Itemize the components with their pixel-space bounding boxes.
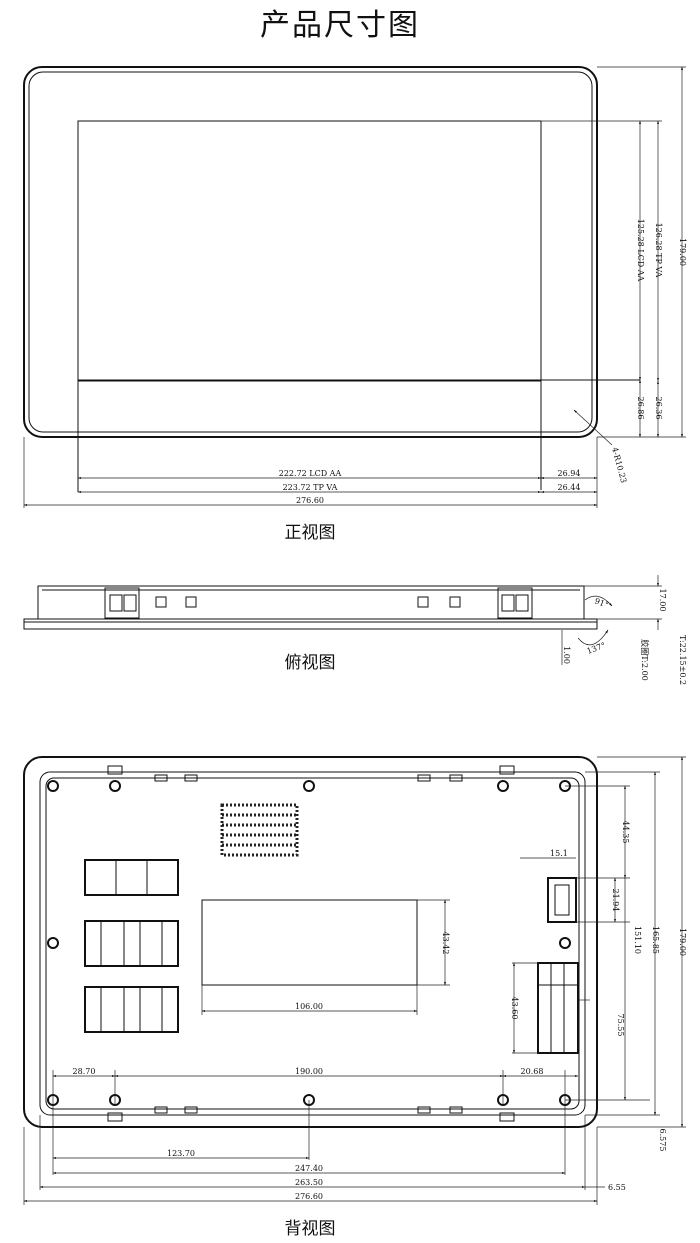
dim-165-85: 165.85: [651, 926, 660, 954]
dim-17: 17.00: [658, 589, 667, 612]
usb-port: [547, 877, 577, 923]
corner-radius-label: 4-R10.23: [610, 446, 628, 484]
dim-179: 179.00: [678, 928, 687, 956]
front-bezel-inner: [28, 71, 593, 433]
screw-holes: [47, 780, 571, 1106]
back-housing: [39, 771, 586, 1116]
dim-total-height: 179.00: [678, 238, 687, 266]
dim-43-42: 43.42: [441, 932, 450, 955]
dim-263-50: 263.50: [295, 1178, 323, 1187]
top-body: [37, 585, 585, 620]
terminal-block: [537, 962, 579, 1054]
front-view: 222.72 LCD AA 26.94 223.72 TP VA 26.44 2…: [23, 66, 687, 543]
back-outer: [23, 756, 598, 1128]
top-glass-plate: [23, 618, 598, 630]
dim-43-60: 43.60: [510, 997, 519, 1020]
speaker-vent-grid: [220, 803, 299, 857]
dim-20-68: 20.68: [521, 1067, 544, 1076]
vent-slots: [84, 859, 179, 1033]
dim-bottom-border-2: 26.36: [654, 397, 663, 420]
dim-106: 106.00: [295, 1002, 323, 1011]
label-window: [201, 899, 418, 986]
top-bracket-right: [497, 587, 533, 619]
dim-right-border-2: 26.44: [558, 483, 581, 492]
front-view-caption: 正视图: [285, 523, 336, 543]
dim-151-10: 151.10: [633, 926, 642, 954]
dim-28-70: 28.70: [73, 1067, 96, 1076]
dim-15-1: 15.1: [550, 849, 568, 858]
dim-44-35: 44.35: [621, 821, 630, 844]
dim-right-border-1: 26.94: [558, 469, 581, 478]
dim-tp-va-height: 126.28 TP VA: [654, 223, 663, 278]
glue-ring-label: 胶圈T:2.00: [640, 639, 650, 681]
page-title: 产品尺寸图: [260, 8, 420, 43]
dim-123-70: 123.70: [167, 1149, 195, 1158]
dim-276-60: 276.60: [295, 1192, 323, 1201]
dim-tp-va-width: 223.72 TP VA: [283, 483, 338, 492]
top-view: 17.00 1.00 胶圈T:2.00 T:22.15±0.2 91° 137°…: [23, 575, 687, 685]
dim-247-40: 247.40: [295, 1164, 323, 1173]
dim-190: 190.00: [295, 1067, 323, 1076]
dim-lcd-aa-height: 125.28 LCD AA: [636, 219, 645, 282]
dim-6-575: 6.575: [658, 1129, 667, 1152]
dim-total-width: 276.60: [296, 496, 324, 505]
thickness-label: T:22.15±0.2: [678, 635, 687, 685]
dim-lcd-aa-width: 222.72 LCD AA: [279, 469, 342, 478]
top-view-caption: 俯视图: [285, 653, 336, 673]
angle-137: 137°: [586, 641, 607, 656]
dim-21-94: 21.94: [611, 889, 620, 912]
angle-91: 91°: [593, 596, 609, 609]
lcd-active-area: [77, 120, 542, 382]
back-view-caption: 背视图: [285, 1219, 336, 1239]
dim-bottom-border-1: 26.86: [636, 397, 645, 420]
front-bezel-outer: [23, 66, 598, 438]
back-view: 106.00 43.42 15.1 44.35 21.94 151.10 165…: [23, 756, 687, 1239]
dim-75-55: 75.55: [616, 1014, 625, 1037]
top-bracket-left: [104, 587, 140, 619]
dim-1: 1.00: [562, 646, 571, 664]
dim-6-55: 6.55: [608, 1183, 626, 1192]
